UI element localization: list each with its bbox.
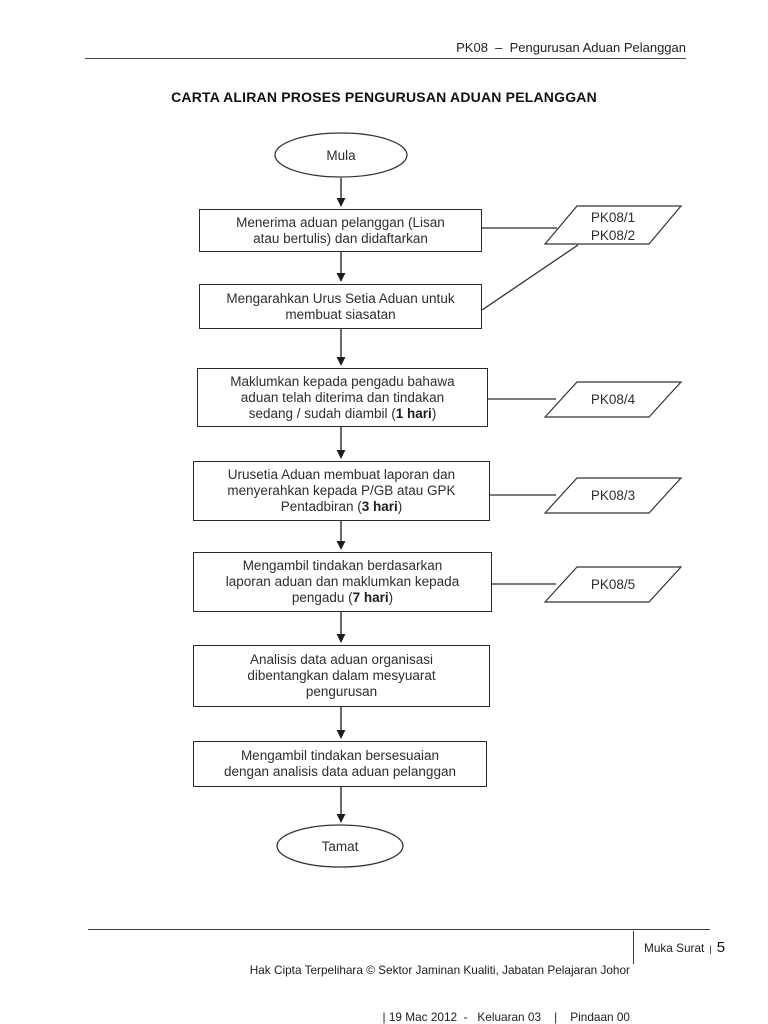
document-shape-pk08-3 bbox=[543, 477, 683, 514]
process-box-arah-urus-setia: Mengarahkan Urus Setia Aduan untuk membu… bbox=[199, 284, 482, 329]
process-box-ambil-tindakan: Mengambil tindakan berdasarkan laporan a… bbox=[193, 552, 492, 612]
document-shape-pk08-1-2 bbox=[543, 205, 683, 245]
box-text-line: Mengambil tindakan berdasarkan bbox=[242, 558, 443, 573]
box-text-line: pengadu (7 hari) bbox=[291, 590, 394, 605]
page-number-block: Muka Surat | 5 bbox=[644, 931, 762, 964]
box-text-line: Analisis data aduan organisasi bbox=[249, 652, 434, 667]
start-terminator-label: Mula bbox=[326, 148, 356, 163]
box-text-line: aduan telah diterima dan tindakan bbox=[240, 389, 445, 405]
box-text-line: Urusetia Aduan membuat laporan dan bbox=[227, 467, 456, 482]
page-number-separator: | bbox=[709, 944, 712, 955]
box-text-line: Mengambil tindakan bersesuaian bbox=[240, 748, 440, 763]
box-text-line: dibentangkan dalam mesyuarat bbox=[247, 668, 436, 683]
process-box-analisis-data: Analisis data aduan organisasi dibentang… bbox=[193, 645, 490, 707]
page-header: PK08 – Pengurusan Aduan Pelanggan bbox=[85, 40, 686, 59]
document-label-pk08-3: PK08/3 bbox=[590, 488, 636, 503]
footer-text-block: Hak Cipta Terpelihara © Sektor Jaminan K… bbox=[138, 932, 630, 1024]
document-label-pk08-1-2: PK08/1 PK08/2 bbox=[553, 209, 673, 245]
footer-revision-line: | 19 Mac 2012 - Keluaran 03 | Pindaan 00 bbox=[382, 1009, 630, 1024]
page-number-value: 5 bbox=[716, 939, 726, 956]
document-label-pk08-4: PK08/4 bbox=[590, 392, 636, 407]
box-text-line: atau bertulis) dan didaftarkan bbox=[253, 230, 428, 246]
document-shape-pk08-5 bbox=[543, 566, 683, 603]
connector-doc1-box2 bbox=[481, 244, 579, 311]
process-box-terima-aduan: Menerima aduan pelanggan (Lisan atau ber… bbox=[199, 209, 482, 252]
footer-copyright-line: Hak Cipta Terpelihara © Sektor Jaminan K… bbox=[249, 963, 630, 977]
box-text-line: dengan analisis data aduan pelanggan bbox=[224, 764, 456, 779]
box-text-line: Menerima aduan pelanggan (Lisan bbox=[236, 214, 445, 230]
end-terminator-label: Tamat bbox=[321, 839, 359, 854]
document-label-line: PK08/2 bbox=[590, 228, 636, 243]
end-terminator-shape bbox=[276, 824, 404, 868]
page-title: CARTA ALIRAN PROSES PENGURUSAN ADUAN PEL… bbox=[171, 89, 597, 105]
box-text-line: Maklumkan kepada pengadu bahawa bbox=[230, 373, 455, 389]
box-text-line: pengurusan bbox=[305, 684, 378, 699]
footer-divider bbox=[633, 931, 634, 964]
process-box-maklum-pengadu: Maklumkan kepada pengadu bahawa aduan te… bbox=[197, 368, 488, 427]
process-box-laporan-urusetia: Urusetia Aduan membuat laporan dan menye… bbox=[193, 461, 490, 521]
box-text-line: laporan aduan dan maklumkan kepada bbox=[225, 574, 460, 589]
start-terminator-shape bbox=[274, 132, 408, 178]
document-label-pk08-5: PK08/5 bbox=[590, 577, 636, 592]
document-label-line: PK08/1 bbox=[590, 210, 636, 225]
box-text-line: Mengarahkan Urus Setia Aduan untuk bbox=[226, 290, 455, 306]
footer-rule bbox=[88, 929, 710, 930]
box-text-line: Pentadbiran (3 hari) bbox=[280, 499, 403, 514]
box-text-line: menyerahkan kepada P/GB atau GPK bbox=[227, 483, 456, 498]
box-text-line: membuat siasatan bbox=[285, 306, 396, 322]
process-box-tindakan-bersesuaian: Mengambil tindakan bersesuaian dengan an… bbox=[193, 741, 487, 787]
document-shape-pk08-4 bbox=[543, 381, 683, 418]
box-text-line: sedang / sudah diambil (1 hari) bbox=[248, 405, 437, 421]
page-number-label: Muka Surat bbox=[644, 940, 705, 955]
